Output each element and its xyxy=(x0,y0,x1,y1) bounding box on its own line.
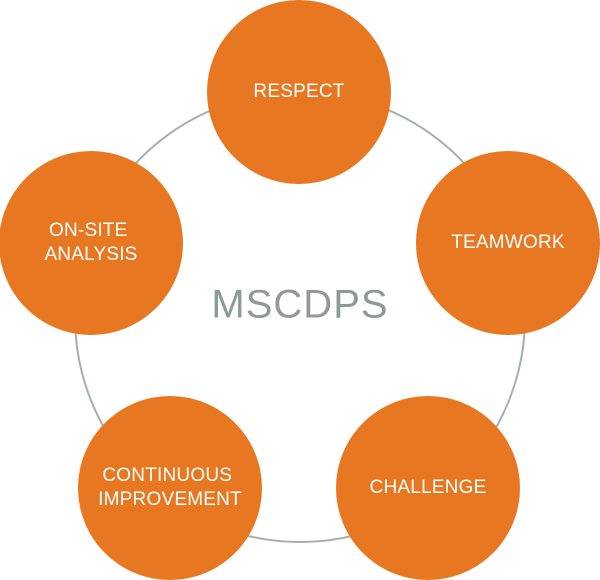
node-circle xyxy=(336,396,520,580)
node-circle xyxy=(0,151,183,335)
center-title: MSCDPS xyxy=(211,283,388,327)
node-label: CONTINUOUS IMPROVEMENT xyxy=(98,465,242,510)
node-on-site-analysis: ON-SITE ANALYSIS xyxy=(0,151,183,335)
node-label-line: IMPROVEMENT xyxy=(98,489,242,510)
node-circle xyxy=(416,151,600,335)
node-label-line: CONTINUOUS xyxy=(102,465,232,486)
node-label-line: ON-SITE xyxy=(49,220,127,241)
node-circle xyxy=(78,396,262,580)
node-label: ON-SITE ANALYSIS xyxy=(44,220,137,265)
node-label: TEAMWORK xyxy=(451,232,565,253)
node-label-line: CHALLENGE xyxy=(370,477,487,498)
node-label-line: TEAMWORK xyxy=(451,232,565,253)
node-label: RESPECT xyxy=(253,81,344,102)
node-challenge: CHALLENGE xyxy=(336,396,520,580)
node-label-line: RESPECT xyxy=(253,81,344,102)
node-teamwork: TEAMWORK xyxy=(416,151,600,335)
node-continuous-improvement: CONTINUOUS IMPROVEMENT xyxy=(78,396,262,580)
node-label-line: ANALYSIS xyxy=(44,244,137,265)
node-respect: RESPECT xyxy=(207,0,391,184)
node-label: CHALLENGE xyxy=(370,477,487,498)
node-circle xyxy=(207,0,391,184)
